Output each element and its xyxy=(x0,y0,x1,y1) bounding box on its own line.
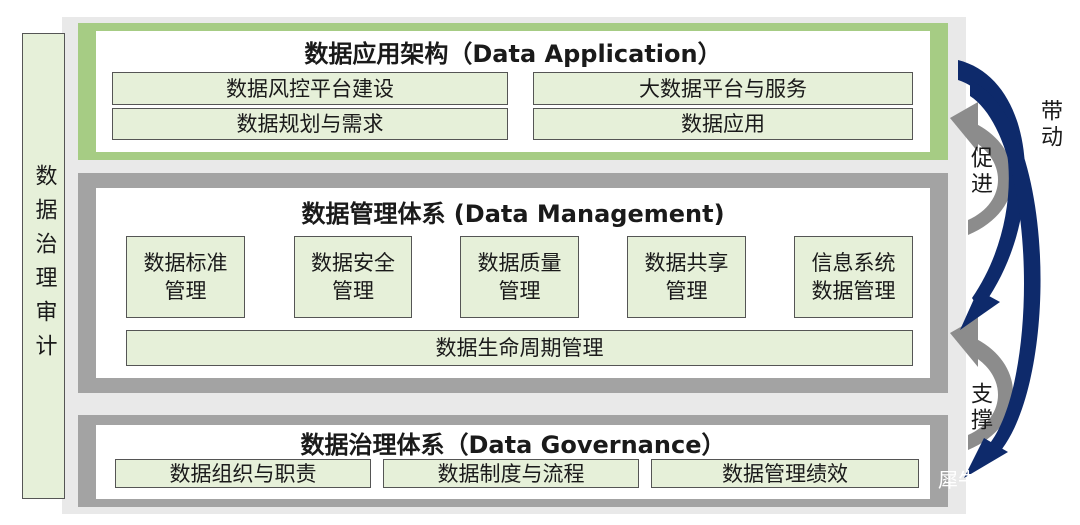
support-arrow xyxy=(968,335,1013,450)
promote-arrowhead xyxy=(950,102,978,152)
drive-arrow-lower xyxy=(970,80,1041,460)
gov-item-policies: 数据制度与流程 xyxy=(383,459,639,488)
gov-item-performance: 数据管理绩效 xyxy=(651,459,919,488)
mgmt-item-standards: 数据标准 管理 xyxy=(126,236,245,318)
app-item-bigdata-platform: 大数据平台与服务 xyxy=(533,72,913,105)
support-arrowhead xyxy=(950,317,978,367)
mgmt-item-sharing: 数据共享 管理 xyxy=(627,236,746,318)
drive-arrowhead-upper xyxy=(960,290,1000,330)
governance-audit-label: 数据治理审计 xyxy=(31,164,57,368)
mgmt-item-security: 数据安全 管理 xyxy=(294,236,412,318)
app-item-planning: 数据规划与需求 xyxy=(112,108,508,140)
relationship-arrows xyxy=(950,60,1041,478)
app-item-data-application: 数据应用 xyxy=(533,108,913,140)
drive-arrowhead-lower xyxy=(964,438,1008,478)
watermark: 犀牛IT xyxy=(938,468,997,492)
gov-item-organization: 数据组织与职责 xyxy=(115,459,371,488)
management-title: 数据管理体系 (Data Management) xyxy=(301,199,725,228)
drive-label: 带动 xyxy=(1037,99,1062,151)
governance-audit-column xyxy=(22,33,65,499)
promote-arrow xyxy=(968,120,1013,235)
promote-label: 促进 xyxy=(967,146,992,198)
mgmt-item-info-systems: 信息系统 数据管理 xyxy=(794,236,913,318)
mgmt-item-lifecycle: 数据生命周期管理 xyxy=(126,330,913,366)
mgmt-item-quality: 数据质量 管理 xyxy=(460,236,579,318)
app-item-risk-platform: 数据风控平台建设 xyxy=(112,72,508,105)
application-title: 数据应用架构（Data Application） xyxy=(304,39,722,68)
support-label: 支撑 xyxy=(967,382,992,434)
governance-title: 数据治理体系（Data Governance） xyxy=(300,430,726,459)
